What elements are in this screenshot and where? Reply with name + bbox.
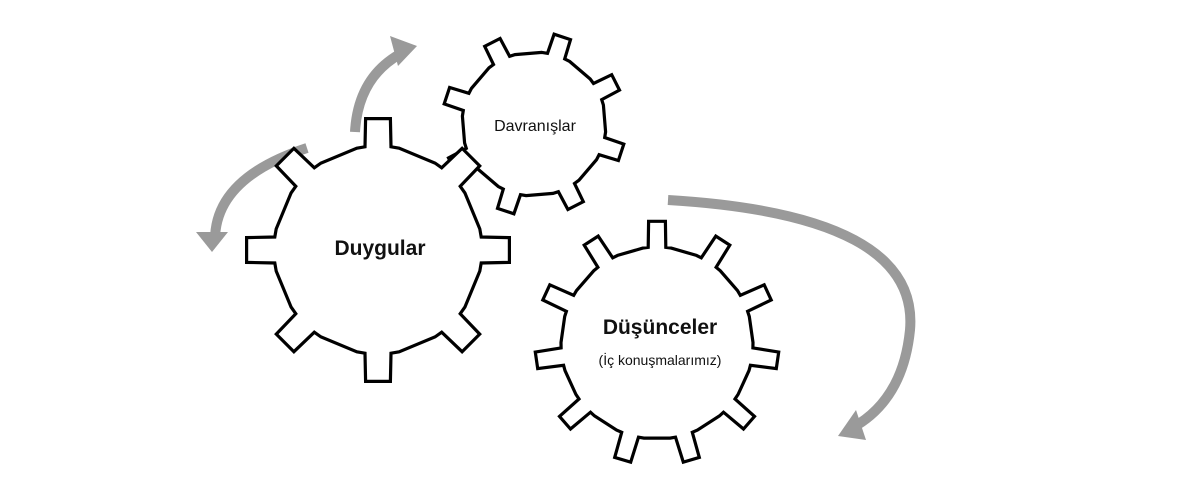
- gear-davranislar: [442, 32, 626, 216]
- arrow-right: [667, 195, 916, 440]
- gear-dusunceler: [533, 219, 781, 465]
- label-duygular: Duygular: [334, 237, 425, 260]
- label-davranislar: Davranışlar: [494, 118, 576, 135]
- label-dusunceler: Düşünceler: [603, 316, 717, 339]
- gear-duygular: [245, 117, 511, 383]
- sublabel-ic-konusmalarimiz: (İç konuşmalarımız): [599, 351, 722, 368]
- arrow-top: [350, 36, 417, 133]
